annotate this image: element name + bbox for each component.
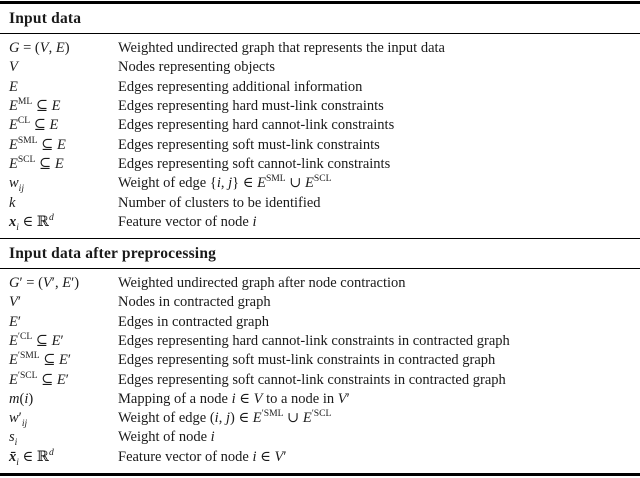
description-cell: Edges in contracted graph bbox=[118, 313, 269, 330]
symbol-cell: E′SCL ⊆ E′ bbox=[9, 369, 69, 388]
top-rule bbox=[0, 1, 640, 4]
table-row: w′ij Weight of edge (i, j) ∈ E′SML ∪ E′SC… bbox=[0, 409, 640, 428]
description-cell: Edges representing hard cannot-link cons… bbox=[118, 117, 395, 134]
table-row: EML ⊆ E Edges representing hard must-link… bbox=[0, 97, 640, 116]
section-body: G = (V, E) Weighted undirected graph that… bbox=[0, 34, 640, 238]
table-row: E′ Edges in contracted graph bbox=[0, 313, 640, 332]
symbol-cell: EML ⊆ E bbox=[9, 96, 61, 115]
symbol-cell: ECL ⊆ E bbox=[9, 115, 59, 134]
symbol-cell: x̄i ∈ ℝd bbox=[9, 446, 54, 468]
symbol-cell: E′SML ⊆ E′ bbox=[9, 350, 72, 369]
description-cell: Nodes representing objects bbox=[118, 59, 276, 76]
description-cell: Weight of edge {i, j} ∈ ESML ∪ ESCL bbox=[118, 173, 332, 192]
description-cell: Nodes in contracted graph bbox=[118, 294, 271, 311]
table-row: E′CL ⊆ E′ Edges representing hard cannot-… bbox=[0, 332, 640, 351]
section-body: G′ = (V′, E′) Weighted undirected graph a… bbox=[0, 269, 640, 473]
symbol-cell: w′ij bbox=[9, 410, 28, 430]
table-section: Input data G = (V, E) Weighted undirected… bbox=[0, 4, 640, 238]
table-row: k Number of clusters to be identified bbox=[0, 193, 640, 212]
table-row: V′ Nodes in contracted graph bbox=[0, 293, 640, 312]
table-row: V Nodes representing objects bbox=[0, 58, 640, 77]
description-cell: Edges representing additional informatio… bbox=[118, 78, 363, 95]
description-cell: Edges representing hard cannot-link cons… bbox=[118, 333, 510, 349]
symbol-cell: ESML ⊆ E bbox=[9, 134, 66, 153]
description-cell: Edges representing soft cannot-link cons… bbox=[118, 371, 506, 388]
section-header: Input data after preprocessing bbox=[0, 239, 640, 269]
symbol-cell: E′ bbox=[9, 313, 22, 330]
symbol-cell: wij bbox=[9, 175, 24, 195]
description-cell: Edges representing soft cannot-link cons… bbox=[118, 155, 391, 172]
symbol-cell: V bbox=[9, 59, 18, 76]
table-row: G′ = (V′, E′) Weighted undirected graph a… bbox=[0, 274, 640, 293]
description-cell: Edges representing soft must-link constr… bbox=[118, 136, 380, 153]
table-row: ESML ⊆ E Edges representing soft must-lin… bbox=[0, 135, 640, 154]
bottom-rule bbox=[0, 472, 640, 476]
table-row: G = (V, E) Weighted undirected graph that… bbox=[0, 39, 640, 58]
notation-table: Input data G = (V, E) Weighted undirected… bbox=[0, 4, 640, 473]
symbol-cell: xi ∈ ℝd bbox=[9, 211, 54, 233]
symbol-cell: G′ = (V′, E′) bbox=[9, 275, 80, 292]
symbol-cell: E bbox=[9, 78, 18, 95]
table-row: m(i) Mapping of a node i ∈ V to a node in… bbox=[0, 390, 640, 409]
description-cell: Weighted undirected graph after node con… bbox=[118, 275, 406, 292]
description-cell: Weight of edge (i, j) ∈ E′SML ∪ E′SCL bbox=[118, 408, 332, 427]
table-row: ECL ⊆ E Edges representing hard cannot-li… bbox=[0, 116, 640, 135]
description-cell: Edges representing soft must-link constr… bbox=[118, 352, 496, 369]
table-row: si Weight of node i bbox=[0, 428, 640, 447]
symbol-cell: V′ bbox=[9, 294, 22, 311]
table-row: E′SML ⊆ E′ Edges representing soft must-l… bbox=[0, 351, 640, 370]
table-section: Input data after preprocessing G′ = (V′,… bbox=[0, 237, 640, 473]
table-row: x̄i ∈ ℝd Feature vector of node i ∈ V′ bbox=[0, 448, 640, 467]
table-row: xi ∈ ℝd Feature vector of node i bbox=[0, 213, 640, 232]
description-cell: Weighted undirected graph that represent… bbox=[118, 40, 445, 57]
description-cell: Feature vector of node i ∈ V′ bbox=[118, 448, 287, 465]
table-row: ESCL ⊆ E Edges representing soft cannot-l… bbox=[0, 155, 640, 174]
symbol-cell: E′CL ⊆ E′ bbox=[9, 331, 64, 349]
description-cell: Feature vector of node i bbox=[118, 213, 257, 230]
symbol-cell: m(i) bbox=[9, 390, 34, 407]
description-cell: Number of clusters to be identified bbox=[118, 194, 321, 211]
section-header: Input data bbox=[0, 4, 640, 34]
description-cell: Edges representing hard must-link constr… bbox=[118, 98, 384, 115]
symbol-cell: ESCL ⊆ E bbox=[9, 154, 64, 172]
description-cell: Mapping of a node i ∈ V to a node in V′ bbox=[118, 390, 350, 407]
symbol-cell: k bbox=[9, 194, 16, 211]
table-row: E′SCL ⊆ E′ Edges representing soft cannot… bbox=[0, 370, 640, 389]
table-row: E Edges representing additional informati… bbox=[0, 78, 640, 97]
symbol-cell: G = (V, E) bbox=[9, 40, 70, 57]
table-row: wij Weight of edge {i, j} ∈ ESML ∪ ESCL bbox=[0, 174, 640, 193]
symbol-cell: si bbox=[9, 429, 18, 449]
description-cell: Weight of node i bbox=[118, 429, 215, 446]
